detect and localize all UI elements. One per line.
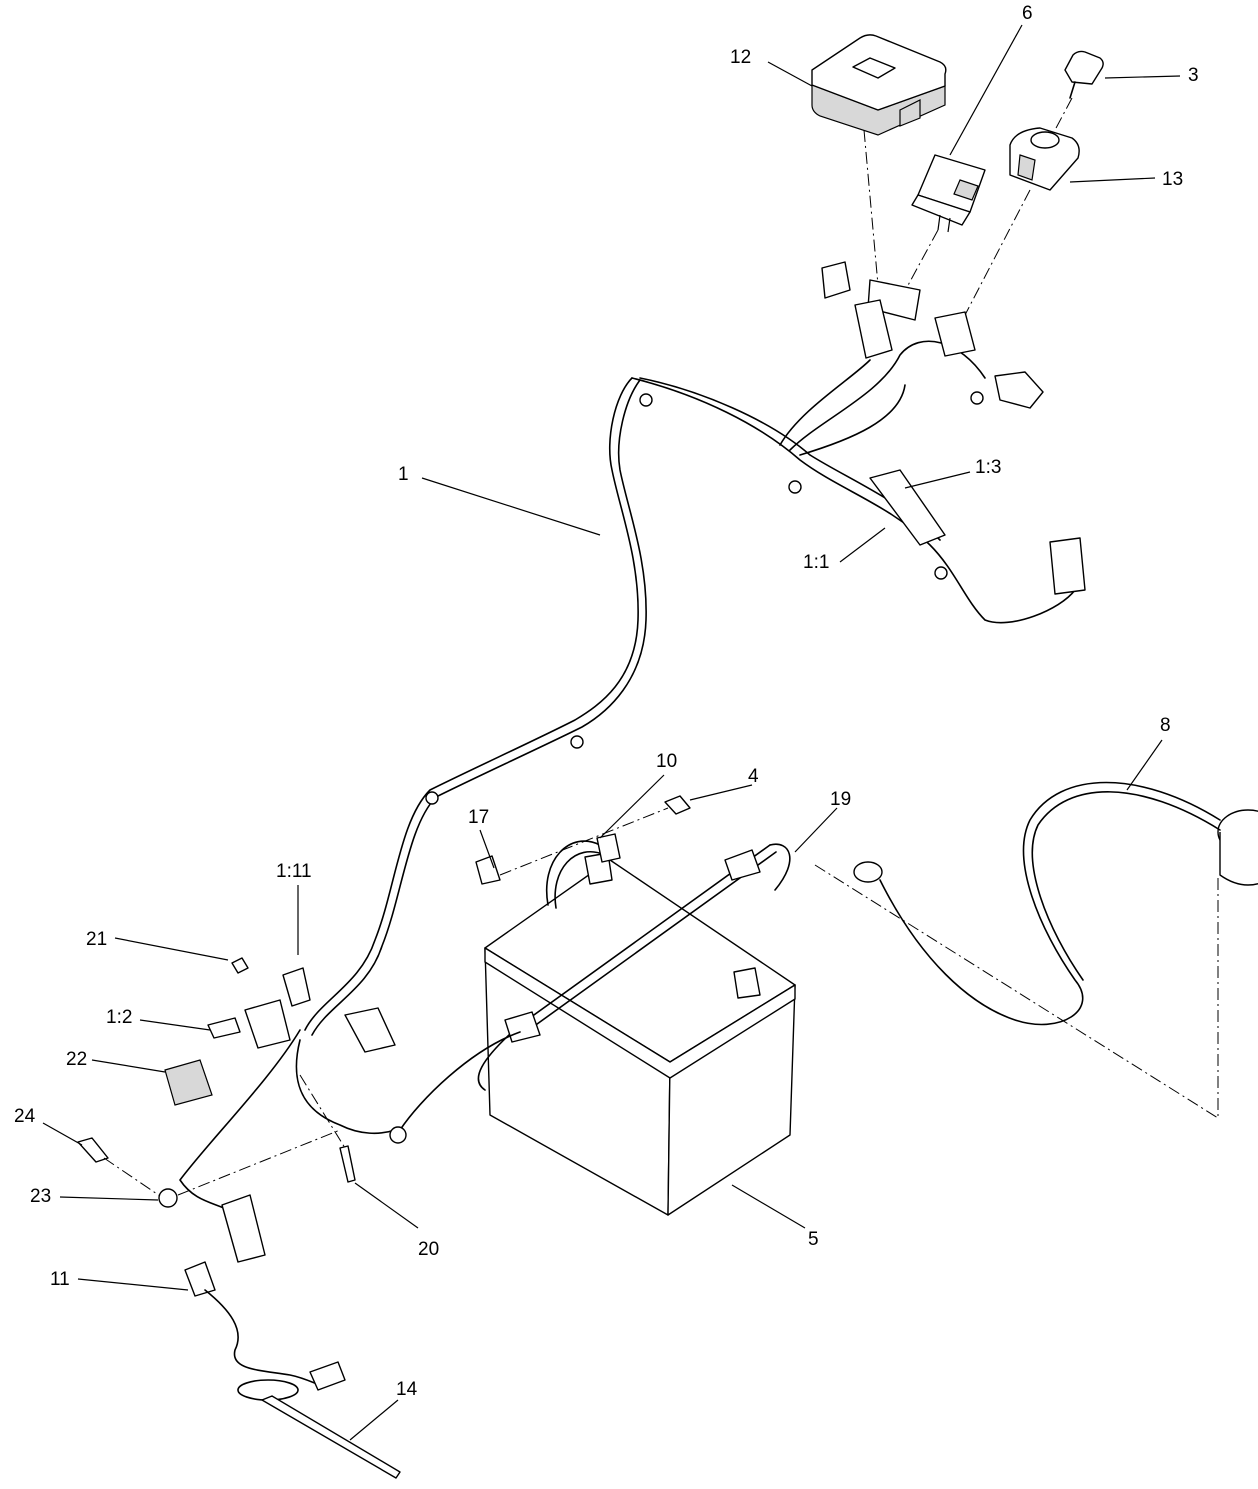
callout-14: 14 <box>396 1379 418 1400</box>
hour-meter-part-12 <box>811 34 947 136</box>
callout-1: 1 <box>398 464 409 485</box>
callout-17: 17 <box>468 807 490 828</box>
callout-1-1: 1:1 <box>803 552 830 573</box>
washer-part-23 <box>158 1188 178 1208</box>
callout-3: 3 <box>1188 65 1199 86</box>
callout-12: 12 <box>730 47 752 68</box>
nut-part-21 <box>231 957 249 974</box>
bolt-part-17 <box>475 855 501 885</box>
callout-5: 5 <box>808 1229 819 1250</box>
battery-cable-part-10 <box>545 833 621 909</box>
switch-part-6 <box>911 154 986 233</box>
cable-tie-part-14 <box>261 1395 401 1479</box>
battery-cable-part-19 <box>389 843 791 1144</box>
bolt-part-24 <box>77 1137 109 1163</box>
harness-connectors-bottom <box>179 967 396 1263</box>
callout-23: 23 <box>30 1186 52 1207</box>
callout-19: 19 <box>830 789 852 810</box>
leader-lines <box>42 24 1181 1441</box>
callout-6: 6 <box>1022 3 1033 24</box>
sensor-part-11 <box>184 1261 346 1401</box>
callout-24: 24 <box>14 1106 36 1127</box>
foam-part-22 <box>164 1059 213 1106</box>
ignition-switch-part-13 <box>1009 127 1080 191</box>
callout-1-2: 1:2 <box>106 1007 133 1028</box>
harness-clips <box>425 391 984 805</box>
callout-13: 13 <box>1162 169 1184 190</box>
key-part-3 <box>1064 50 1104 99</box>
nut-part-4 <box>664 795 691 815</box>
callout-10: 10 <box>656 751 678 772</box>
callout-1-11: 1:11 <box>276 861 312 882</box>
callout-20: 20 <box>418 1239 440 1260</box>
callout-8: 8 <box>1160 715 1171 736</box>
callout-22: 22 <box>66 1049 88 1070</box>
harness-connectors-top <box>821 261 1086 595</box>
callout-21: 21 <box>86 929 108 950</box>
callout-4: 4 <box>748 766 759 787</box>
callout-1-3: 1:3 <box>975 457 1002 478</box>
battery-cable-part-8 <box>853 781 1258 1026</box>
screw-part-20 <box>339 1145 356 1183</box>
callout-11: 11 <box>50 1269 70 1290</box>
